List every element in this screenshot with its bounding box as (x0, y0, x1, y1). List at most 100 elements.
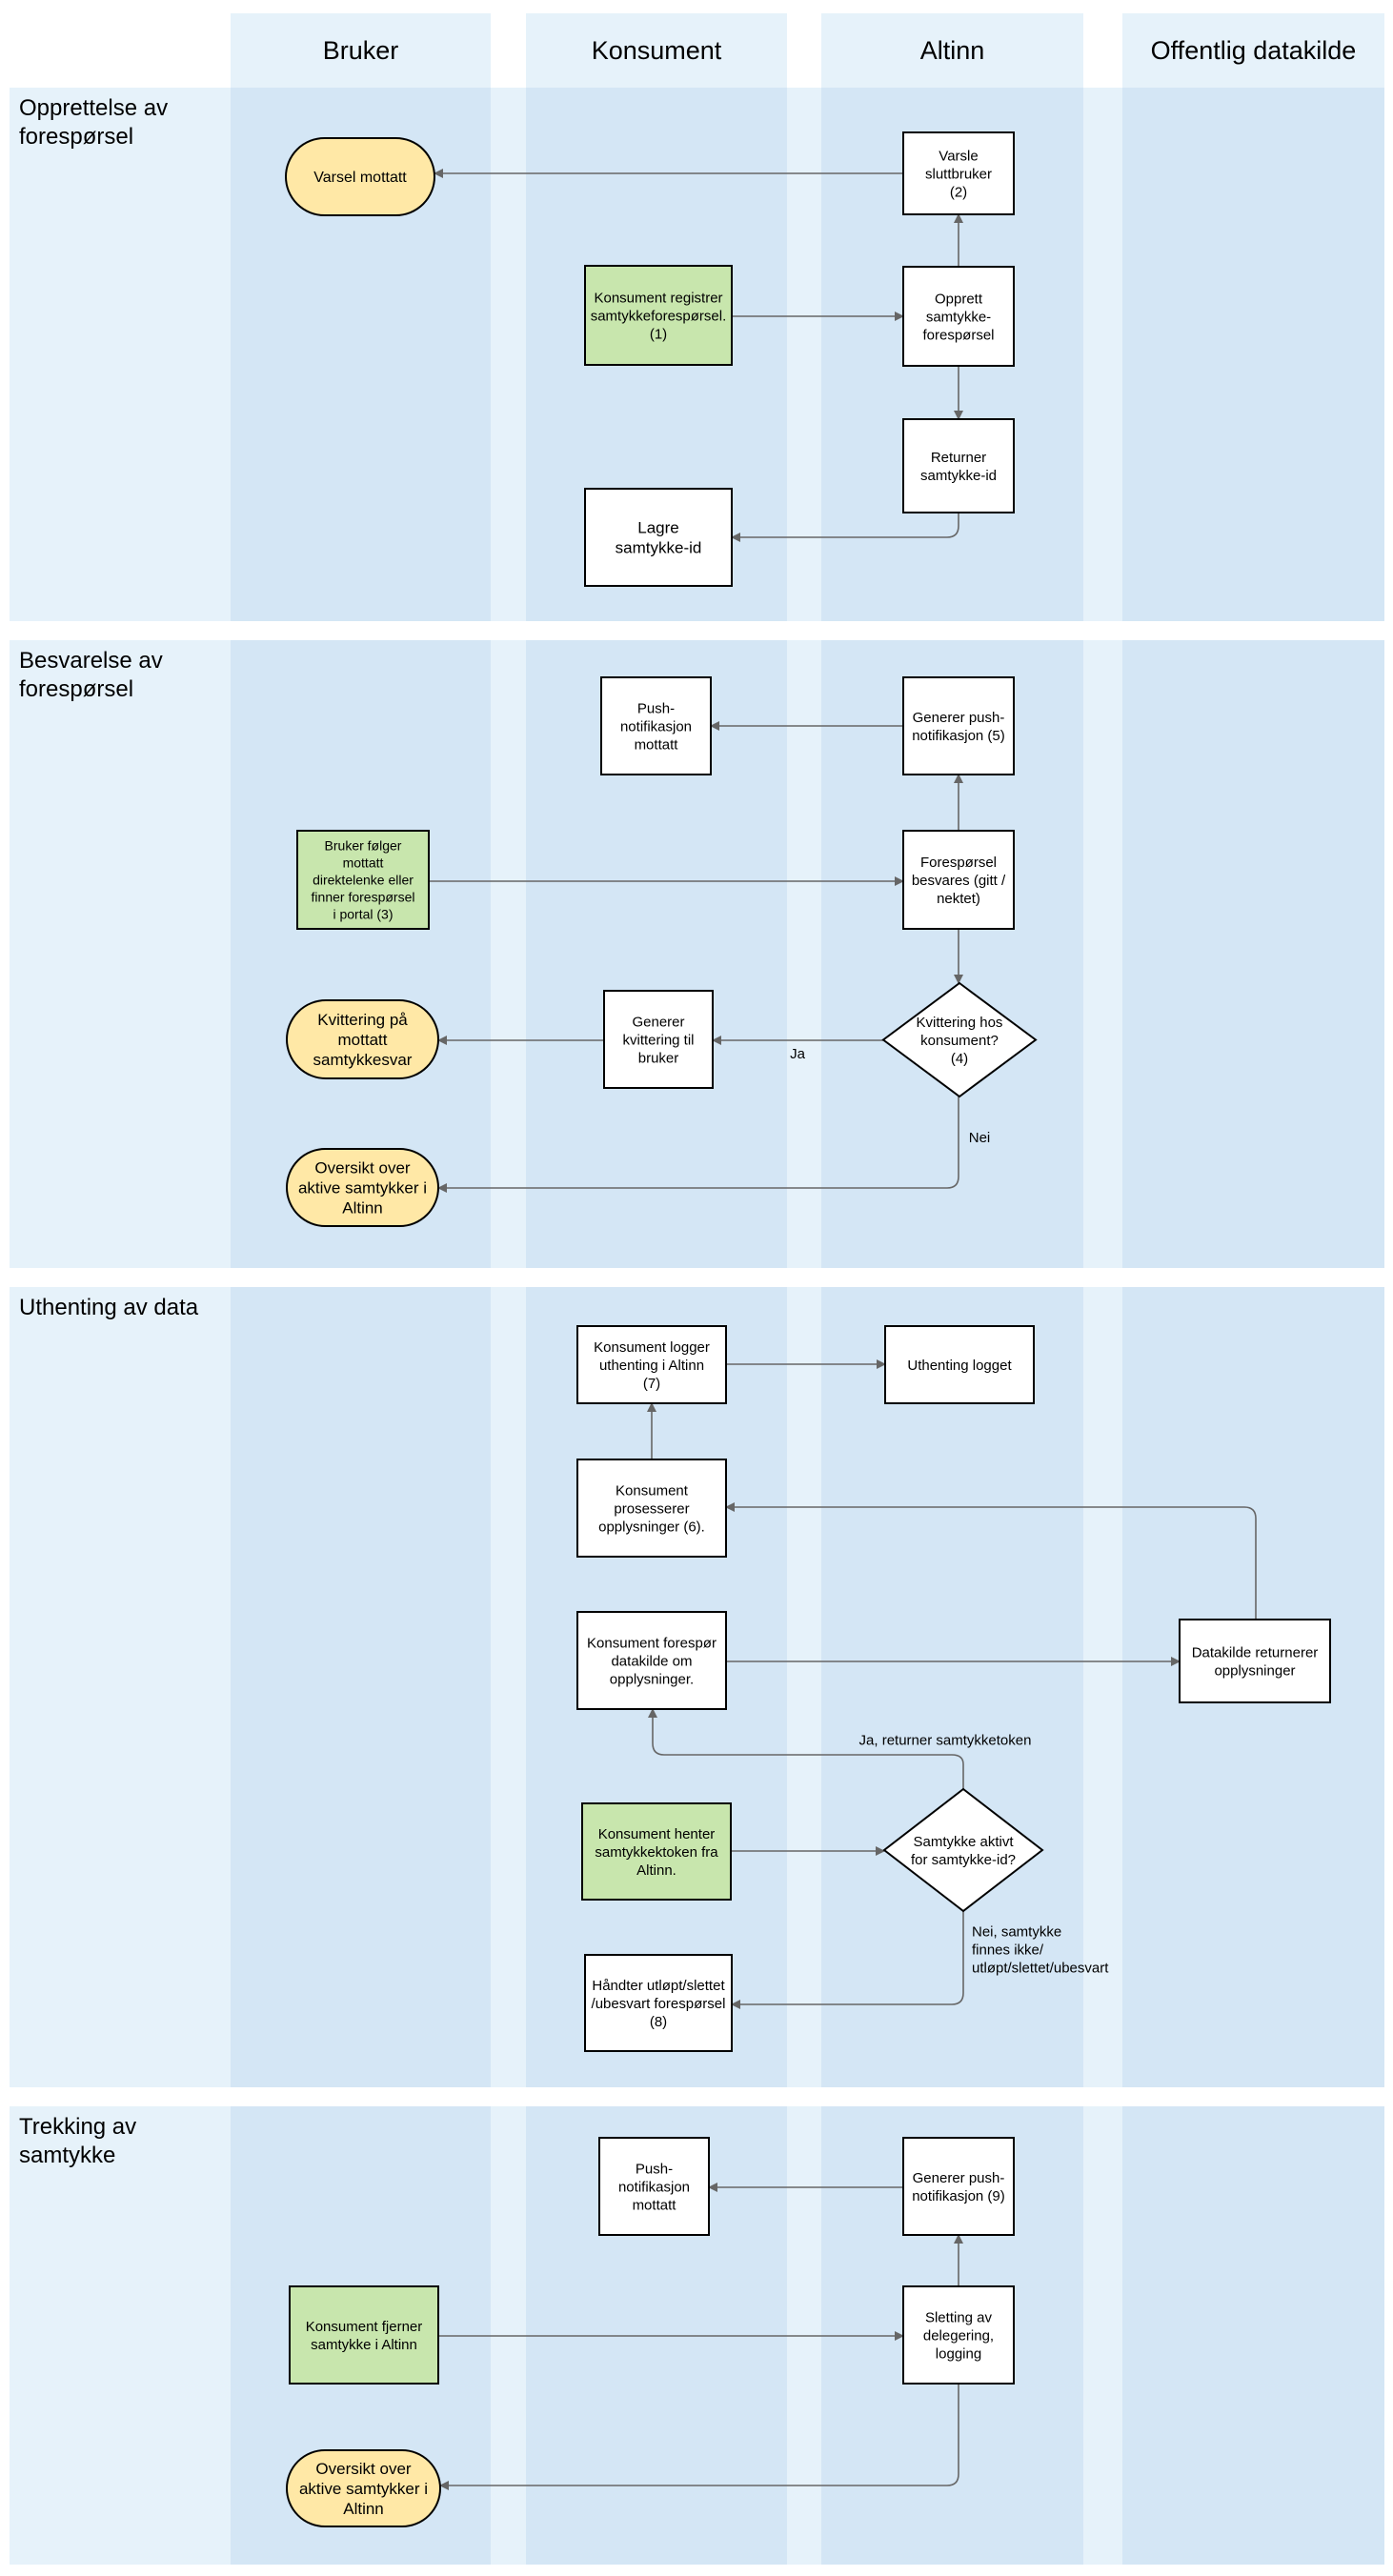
oversikt-2-text-line-2: aktive samtykker i (299, 2480, 428, 2498)
kvittering-mottatt-text-line-1: Kvittering på (317, 1011, 408, 1029)
kvittering-mottatt-shape (286, 999, 439, 1079)
lane-cell-3-3 (821, 1287, 1083, 2087)
kvittering-hos-konsument-text-line-2: konsument? (920, 1033, 999, 1049)
uthenting-logget-shape (884, 1325, 1035, 1404)
phase-title-4-line-2: samtykke (19, 2143, 115, 2168)
oversikt-1-text-line-1: Oversikt over (314, 1158, 410, 1177)
konsument-prosesserer-text-line-2: prosesserer (614, 1500, 689, 1517)
lagre-id-node: Lagre samtykke-id (584, 488, 733, 587)
lagre-id-text-line-1: Lagre (637, 518, 678, 536)
konsument-henter-node: Konsument henter samtykkektoken fraAltinn… (581, 1802, 732, 1901)
edge-kvittering-hos-to-oversikt (437, 1097, 959, 1193)
edge-samtykke-to-forespør (648, 1708, 964, 1789)
datakilde-returnerer-text-line-1: Datakilde returnerer (1192, 1644, 1319, 1660)
samtykke-aktivt-text-line-2: for samtykke-id? (911, 1852, 1016, 1868)
konsument-henter-text-line-1: Konsument henter (598, 1826, 716, 1842)
oversikt-1-text-line-3: Altinn (342, 1198, 383, 1217)
edge-label-nei-samtykke-line-3: utløpt/slettet/ubesvart (972, 1960, 1109, 1976)
konsument-registrer-text-line-1: Konsument registrer (594, 290, 722, 306)
forespørsel-besvares-text-line-2: besvares (gitt / (912, 873, 1006, 889)
lane-title-1: Bruker (323, 36, 399, 65)
lane-cell-1-3 (231, 1287, 491, 2087)
bruker-følger-text-line-3: direktelenke eller (313, 872, 414, 887)
generer-push-5-text-line-1: Generer push- (913, 710, 1005, 726)
edge-label-nei-line-1: Nei (969, 1130, 991, 1146)
kvittering-hos-konsument-node: Kvittering hos konsument? (4) (881, 981, 1038, 1098)
konsument-registrer-node: Konsument registrersamtykkeforespørsel.(… (584, 265, 733, 366)
push-mottatt-1-text-line-1: Push- (637, 700, 675, 716)
oversikt-2-text-line-1: Oversikt over (315, 2460, 411, 2478)
uthenting-logget-text-line-1: Uthenting logget (907, 1358, 1012, 1374)
konsument-logger-text-line-2: uthenting i Altinn (599, 1358, 704, 1374)
konsument-forespør-text-line-2: datakilde om (611, 1653, 692, 1669)
generer-push-5-text-line-2: notifikasjon (5) (912, 728, 1005, 744)
edge-label-nei-samtykke-line-2: finnes ikke/ (972, 1942, 1044, 1958)
oversikt-1-text-line-2: aktive samtykker i (298, 1178, 427, 1197)
sletting-text-line-1: Sletting av (925, 2309, 993, 2325)
lane-title-4: Offentlig datakilde (1151, 36, 1357, 65)
konsument-henter-shape (581, 1802, 732, 1901)
forespørsel-besvares-text-line-1: Forespørsel (920, 855, 997, 871)
konsument-forespør-text-line-1: Konsument forespør (587, 1635, 717, 1651)
lane-title-2: Konsument (592, 36, 722, 65)
håndter-utløpt-shape (584, 1954, 733, 2052)
lane-cell-4-2 (1122, 640, 1384, 1268)
push-mottatt-2-text-line-2: notifikasjon (618, 2179, 690, 2195)
konsument-henter-text-line-2: samtykkektoken fra (595, 1844, 718, 1861)
konsument-fjerner-shape (289, 2285, 439, 2385)
edge-label-ja-returner-line-1: Ja, returner samtykketoken (859, 1732, 1032, 1748)
konsument-logger-text-line-3: (7) (643, 1376, 660, 1392)
phase-title-4-line-1: Trekking av (19, 2114, 136, 2140)
opprett-forespørsel-shape (902, 266, 1015, 367)
håndter-utløpt-text-line-2: /ubesvart forespørsel (592, 1996, 726, 2012)
generer-kvittering-text-line-2: kvittering til (622, 1032, 694, 1048)
varsel-mottatt-text-line-1: Varsel mottatt (313, 170, 407, 186)
kvittering-hos-konsument-text-line-3: (4) (951, 1051, 968, 1067)
lagre-id-shape (584, 488, 733, 587)
returner-id-text-line-2: samtykke-id (920, 468, 997, 484)
lane-header-3 (821, 13, 1083, 88)
bruker-følger-text-line-5: i portal (3) (333, 906, 393, 921)
phase-title-1-line-1: Opprettelse av (19, 95, 168, 121)
kvittering-hos-konsument-text-line-1: Kvittering hos (917, 1015, 1003, 1031)
konsument-forespør-shape (576, 1611, 727, 1710)
konsument-logger-node: Konsument logger uthenting i Altinn (7) (576, 1325, 727, 1404)
edge-datakilde-to-prosesserer (725, 1502, 1257, 1620)
lane-cell-4-4 (1122, 2106, 1384, 2565)
lane-header-4 (1122, 13, 1384, 88)
varsel-mottatt-node: Varsel mottatt (285, 137, 435, 216)
generer-kvittering-shape (603, 990, 714, 1089)
sletting-text-line-2: delegering, (923, 2327, 994, 2344)
bruker-følger-shape (296, 830, 430, 930)
konsument-logger-shape (576, 1325, 727, 1404)
push-mottatt-2-text-line-3: mottatt (633, 2197, 677, 2213)
lane-header-2 (526, 13, 787, 88)
konsument-logger-text-line-1: Konsument logger (594, 1339, 710, 1356)
edge-returner-to-lagre (731, 513, 959, 542)
opprett-forespørsel-text-line-2: samtykke- (926, 309, 991, 325)
varsle-sluttbruker-text-line-2: sluttbruker (925, 166, 992, 182)
push-mottatt-1-shape (600, 676, 712, 775)
samtykke-aktivt-text-line-1: Samtykke aktivt (913, 1834, 1014, 1850)
lane-header-1 (231, 13, 491, 88)
lagre-id-text-line-2: samtykke-id (616, 538, 702, 556)
varsle-sluttbruker-shape (902, 131, 1015, 215)
konsument-henter-text-line-3: Altinn. (636, 1862, 676, 1879)
kvittering-mottatt-text-line-3: samtykkesvar (313, 1051, 413, 1069)
lane-cell-4-1 (1122, 88, 1384, 621)
generer-kvittering-text-line-3: bruker (638, 1050, 679, 1066)
uthenting-logget-node: Uthenting logget (884, 1325, 1035, 1404)
push-mottatt-1-text-line-2: notifikasjon (620, 718, 692, 735)
generer-push-5-node: Generer push-notifikasjon (5) (902, 676, 1015, 775)
phase-title-2-line-2: forespørsel (19, 676, 133, 702)
